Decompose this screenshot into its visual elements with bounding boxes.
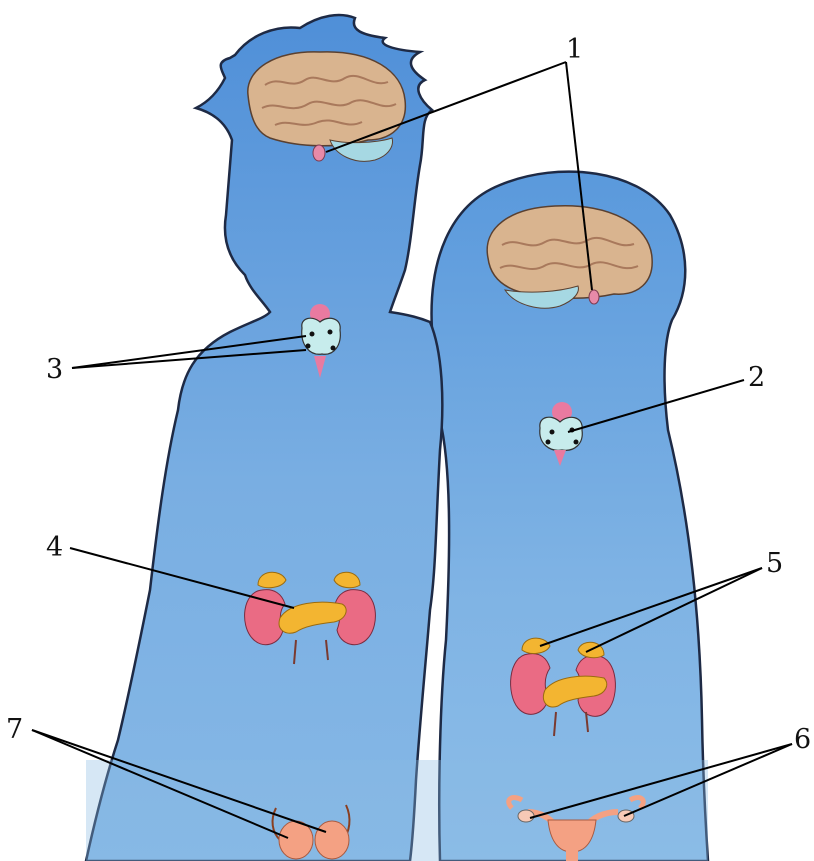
- female-pituitary: [589, 290, 599, 304]
- label-5: 5: [766, 548, 783, 579]
- female-brain: [487, 206, 652, 308]
- label-4: 4: [46, 532, 63, 563]
- label-6: 6: [794, 724, 811, 755]
- label-2: 2: [748, 362, 765, 393]
- male-pituitary: [313, 145, 325, 161]
- label-3: 3: [46, 354, 63, 385]
- label-7: 7: [6, 714, 23, 745]
- label-1: 1: [566, 34, 583, 65]
